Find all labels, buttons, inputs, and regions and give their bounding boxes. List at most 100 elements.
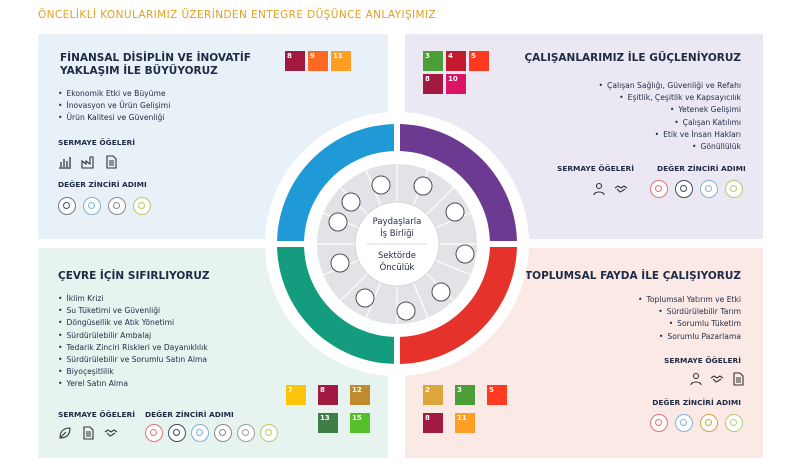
page-header: ÖNCELİKLİ KONULARIMIZ ÜZERİNDEN ENTEGRE … (38, 9, 437, 21)
sdg-icon: 4 (446, 51, 466, 71)
value-chain-icon (58, 197, 76, 215)
sdg-icon: 5 (469, 51, 489, 71)
list-item: Yetenek Gelişimi (599, 104, 741, 116)
list-item: İnovasyon ve Ürün Gelişimi (58, 100, 170, 112)
sdg-icon: 8 (423, 413, 443, 433)
sdg-icon: 11 (455, 413, 475, 433)
center-label: Sektörde (378, 251, 416, 261)
center-label: Paydaşlarla (373, 217, 422, 227)
sdg-icon: 5 (487, 385, 507, 405)
factory-icon (81, 156, 94, 169)
handshake-icon (710, 375, 724, 383)
capital-label: SERMAYE ÖĞELERİ (58, 410, 135, 419)
ring-segment-blue (277, 124, 397, 244)
people-icon (371, 175, 391, 195)
ring-segment-purple (397, 124, 517, 244)
list-item: Sorumlu Tüketim (638, 318, 741, 330)
list-item: Döngüsellik ve Atık Yönetimi (58, 317, 208, 329)
list-item: Çalışan Sağlığı, Güvenliği ve Refahı (599, 80, 741, 92)
list-item: Gönüllülük (599, 141, 741, 153)
value-chain-icon (83, 197, 101, 215)
value-chain-icon (237, 424, 255, 442)
sdg-icon: 3 (455, 385, 475, 405)
sdg-icon: 8 (285, 51, 305, 71)
list-item: Tedarik Zinciri Riskleri ve Dayanıklılık (58, 342, 207, 354)
sdg-icon: 9 (308, 51, 328, 71)
value-chain-icon (260, 424, 278, 442)
center-label: Öncülük (380, 262, 415, 273)
value-chain-icon (725, 180, 743, 198)
document-icon (733, 372, 744, 386)
sdg-icon: 10 (446, 74, 466, 94)
topic-list: Çalışan Sağlığı, Güvenliği ve Refahı Eşi… (599, 80, 741, 153)
list-item: Sürdürülebilir Tarım (638, 306, 741, 318)
value-chain-label: DEĞER ZİNCİRİ ADIMI (652, 398, 741, 407)
sdg-icon: 11 (331, 51, 351, 71)
list-item: Sorumlu Pazarlama (638, 331, 741, 343)
list-item: Etik ve İnsan Hakları (599, 129, 741, 141)
title-line: FİNANSAL DİSİPLİN VE İNOVATİF (60, 52, 251, 64)
value-chain-icon (145, 424, 163, 442)
quadrant-title: ÇALIŞANLARIMIZ İLE GÜÇLENİYORUZ (524, 52, 741, 64)
sdg-icon: 8 (423, 74, 443, 94)
value-chain-label: DEĞER ZİNCİRİ ADIMI (145, 410, 234, 419)
title-line: YAKLAŞIM İLE BÜYÜYORUZ (60, 65, 218, 77)
value-chain-icon (650, 180, 668, 198)
sdg-icon: 15 (350, 413, 370, 433)
handshake-icon (396, 301, 416, 321)
capital-label: SERMAYE ÖĞELERİ (557, 164, 634, 173)
ring-segment-green (277, 244, 397, 364)
network-icon (413, 176, 433, 196)
list-item: Sürdürülebilir ve Sorumlu Satın Alma (58, 354, 208, 366)
document-icon (106, 155, 117, 169)
topic-list: Toplumsal Yatırım ve Etki Sürdürülebilir… (638, 294, 741, 343)
value-chain-icon (675, 414, 693, 432)
value-chain-label: DEĞER ZİNCİRİ ADIMI (58, 180, 147, 189)
ring-segment-red (397, 244, 517, 364)
value-chain-icon (675, 180, 693, 198)
chart-icon (330, 253, 350, 273)
sdg-icon: 2 (423, 385, 443, 405)
list-item: Toplumsal Yatırım ve Etki (638, 294, 741, 306)
value-chain-icon (133, 197, 151, 215)
list-item: Ürün Kalitesi ve Güvenliği (58, 112, 170, 124)
person-icon (690, 372, 702, 386)
meeting-icon (341, 192, 361, 212)
list-item: Yerel Satın Alma (58, 378, 208, 390)
sdg-icon: 7 (286, 385, 306, 405)
list-item: Biyoçeşitlilik (58, 366, 208, 378)
sdg-icon: 13 (318, 413, 338, 433)
handshake-icon (104, 429, 118, 437)
quadrant-title: FİNANSAL DİSİPLİN VE İNOVATİF YAKLAŞIM İ… (60, 52, 251, 78)
capital-label: SERMAYE ÖĞELERİ (58, 138, 135, 147)
chart-icon (59, 157, 71, 169)
quadrant-title: TOPLUMSAL FAYDA İLE ÇALIŞIYORUZ (524, 270, 741, 282)
list-item: Çalışan Katılımı (599, 117, 741, 129)
sdg-icon: 8 (318, 385, 338, 405)
list-item: İklim Krizi (58, 293, 208, 305)
team-icon (431, 282, 451, 302)
value-chain-icon (700, 414, 718, 432)
ring-icons (328, 175, 475, 321)
sdg-icon: 3 (423, 51, 443, 71)
puzzle-icon (355, 288, 375, 308)
leaf-icon (59, 427, 71, 439)
topic-list: İklim Krizi Su Tüketimi ve Güvenliği Dön… (58, 293, 208, 391)
value-chain-label: DEĞER ZİNCİRİ ADIMI (657, 164, 746, 173)
building-icon (445, 202, 465, 222)
list-item: Su Tüketimi ve Güvenliği (58, 305, 208, 317)
center-label: İş Birliği (380, 228, 414, 239)
topic-list: Ekonomik Etki ve Büyüme İnovasyon ve Ürü… (58, 88, 170, 125)
value-chain-icon (108, 197, 126, 215)
document-icon (83, 426, 94, 440)
list-item: Ekonomik Etki ve Büyüme (58, 88, 170, 100)
person-icon (593, 182, 605, 196)
capital-label: SERMAYE ÖĞELERİ (664, 356, 741, 365)
value-chain-icon (650, 414, 668, 432)
value-chain-icon (214, 424, 232, 442)
list-item: Eşitlik, Çeşitlik ve Kapsayıcılık (599, 92, 741, 104)
sdg-icon: 12 (350, 385, 370, 405)
value-chain-icon (725, 414, 743, 432)
graduation-cap-icon (455, 244, 475, 264)
